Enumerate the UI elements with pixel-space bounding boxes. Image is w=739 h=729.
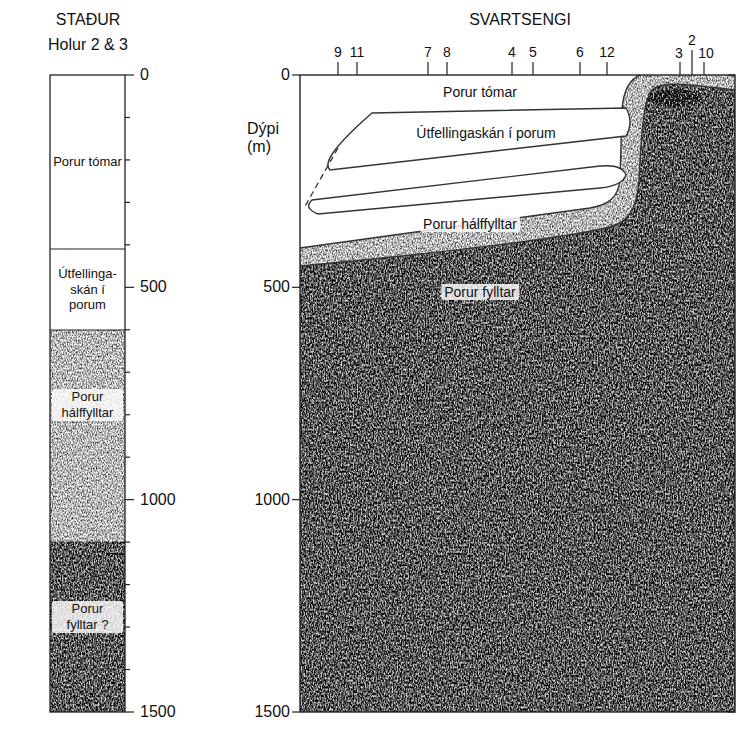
depth-tick [728, 626, 735, 627]
depth-tick [728, 542, 735, 543]
depth-tick [728, 457, 735, 458]
depth-value: 1000 [140, 490, 176, 508]
panel-heading: SVARTSENGI [469, 11, 571, 29]
depth-tick [125, 287, 134, 288]
depth-tick [125, 414, 130, 415]
region-text: Porur fylltar [441, 284, 519, 300]
depth-tick [292, 499, 300, 500]
depth-tick [292, 287, 300, 288]
region-text: Útfellinga- skán í porum [52, 266, 123, 313]
depth-tick [125, 74, 134, 75]
region-text: Porur hálffylltar [420, 216, 520, 232]
depth-ticks [125, 75, 735, 712]
layer-band: Útfellinga- skán í porum [50, 249, 125, 330]
region-text: Porur tómar [53, 154, 122, 170]
region-text: Porur tómar [443, 84, 517, 100]
depth-value: 1000 [254, 490, 290, 508]
depth-tick [125, 584, 130, 585]
well-number: 8 [443, 44, 451, 60]
depth-tick [728, 372, 735, 373]
well-number: 7 [424, 44, 432, 60]
depth-value: 500 [140, 278, 167, 296]
depth-tick [125, 159, 130, 160]
depth-tick [125, 244, 130, 245]
depth-tick [125, 329, 130, 330]
depth-value: 1500 [254, 703, 290, 721]
well-number: 12 [599, 44, 615, 60]
well-number: 4 [508, 44, 516, 60]
depth-tick [728, 329, 735, 330]
depth-value: 0 [140, 66, 149, 84]
depth-value: 0 [281, 66, 290, 84]
depth-tick [125, 457, 130, 458]
depth-tick [728, 669, 735, 670]
depth-value: 500 [263, 278, 290, 296]
depth-tick [125, 202, 130, 203]
well-number: 2 [688, 32, 696, 48]
axis-title: Dýpi (m) [247, 120, 289, 157]
depth-tick [125, 626, 130, 627]
depth-tick [125, 499, 134, 500]
region-text: Porur hálffylltar [52, 389, 123, 420]
depth-tick [125, 542, 130, 543]
region-text: Útfellingaskán í porum [416, 125, 555, 141]
depth-tick [728, 74, 735, 75]
layer-band: Porur fylltar ? [50, 562, 125, 672]
panel-subheading: Holur 2 & 3 [48, 36, 128, 54]
region-label: Porur fylltar [441, 283, 519, 301]
layer-band: Porur tómar [50, 75, 125, 249]
well-number: 5 [529, 44, 537, 60]
well-ticks [338, 50, 704, 75]
depth-tick [728, 244, 735, 245]
region-label: Útfellingaskán í porum [416, 124, 555, 142]
depth-tick [125, 372, 130, 373]
depth-tick [125, 117, 130, 118]
depth-tick [728, 202, 735, 203]
left-column [50, 75, 125, 712]
depth-tick [292, 74, 300, 75]
well-number: 9 [334, 44, 342, 60]
depth-tick [728, 159, 735, 160]
depth-tick [728, 711, 735, 712]
cross-section [300, 75, 735, 712]
depth-tick [728, 414, 735, 415]
depth-tick [728, 117, 735, 118]
well-number: 11 [350, 44, 365, 60]
region-label: Porur tómar [443, 83, 517, 101]
depth-value: 1500 [140, 703, 176, 721]
layer-band: Porur hálffylltar [50, 330, 125, 480]
well-number: 6 [576, 44, 584, 60]
region-label: Porur hálffylltar [420, 215, 520, 233]
depth-tick [728, 499, 735, 500]
depth-tick [728, 287, 735, 288]
depth-tick [125, 711, 134, 712]
depth-tick [292, 711, 300, 712]
depth-tick [728, 584, 735, 585]
depth-tick [125, 669, 130, 670]
region-text: Porur fylltar ? [52, 601, 123, 632]
well-number: 3 [675, 45, 683, 61]
well-number: 10 [698, 45, 714, 61]
panel-heading: STAÐUR [56, 11, 121, 29]
